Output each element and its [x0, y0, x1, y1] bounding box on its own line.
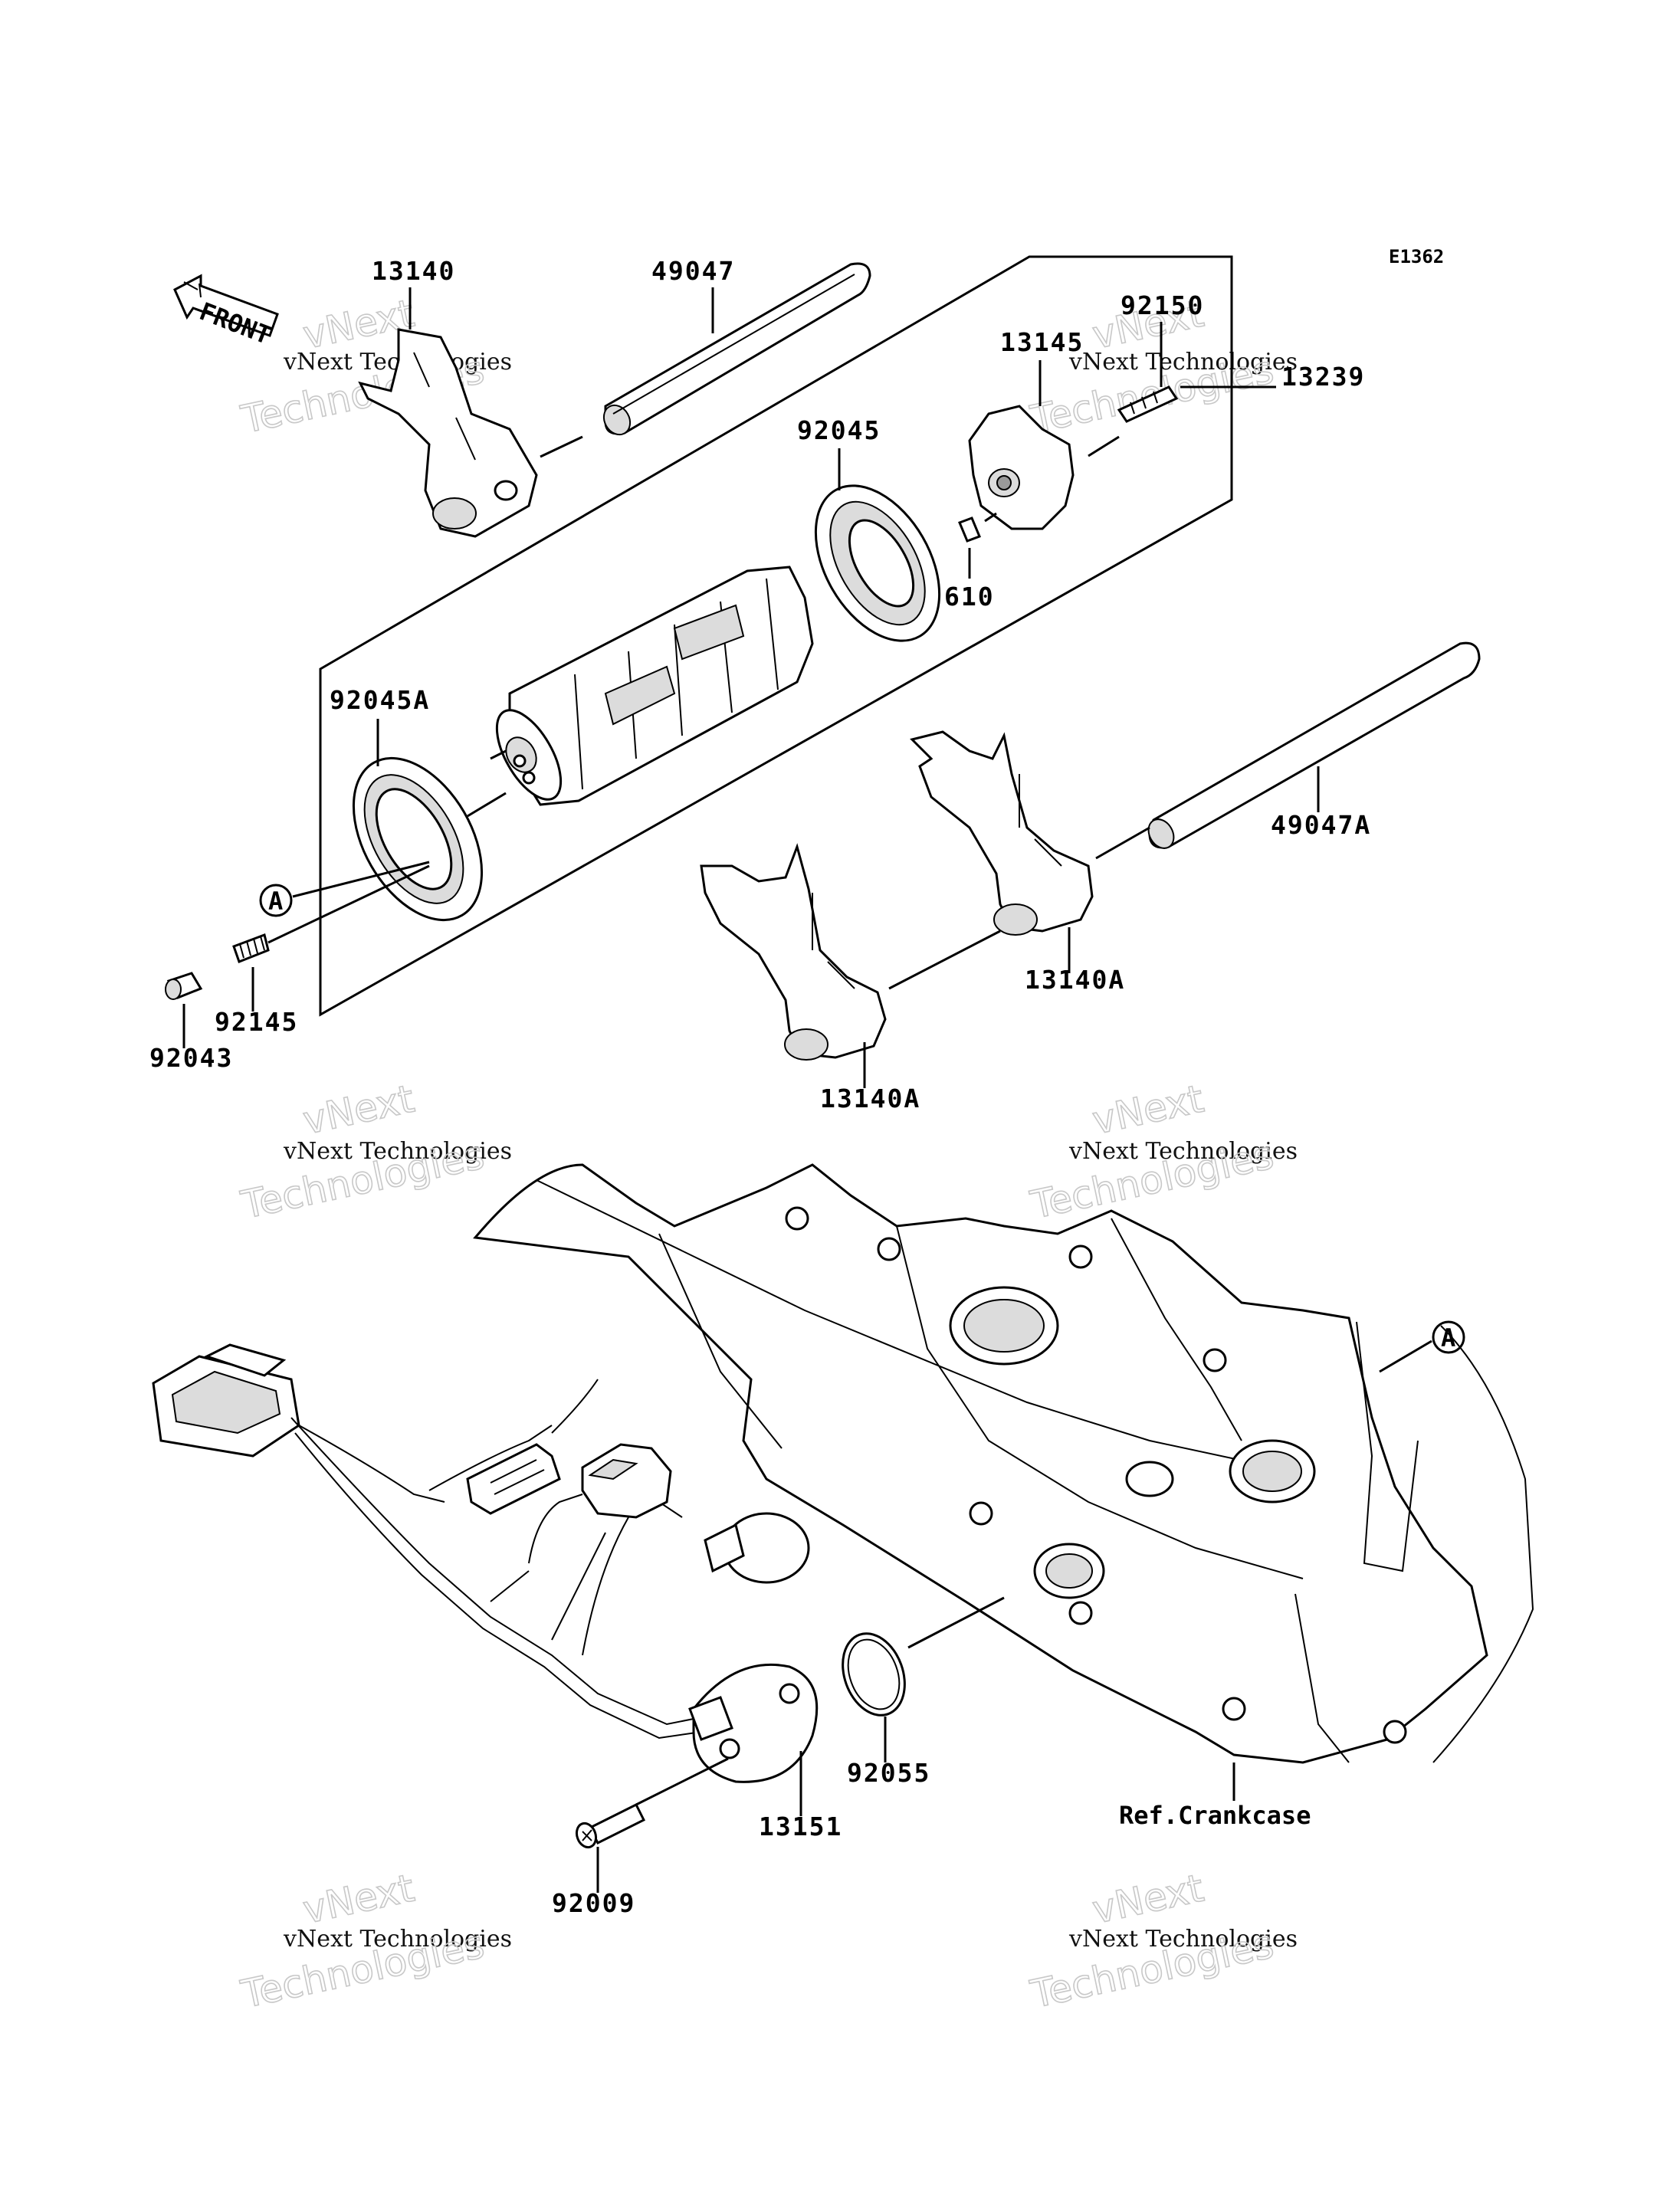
crankcase-reference: [473, 1163, 1534, 1764]
svg-text:vNext Technologies: vNext Technologies: [283, 1926, 512, 1953]
part-label-610: 610: [944, 582, 995, 612]
part-label-92150: 92150: [1121, 290, 1204, 320]
part-label-92009: 92009: [552, 1888, 635, 1918]
svg-text:vNext: vNext: [299, 1866, 418, 1933]
shift-rod-49047A: [1147, 641, 1481, 849]
part-label-13140: 13140: [372, 256, 455, 286]
reference-label-crankcase: Ref.Crankcase: [1119, 1801, 1311, 1830]
part-label-13140A-lower: 13140A: [820, 1084, 920, 1113]
bolt-92150: [1117, 385, 1179, 423]
part-label-49047A: 49047A: [1271, 810, 1371, 840]
svg-text:vNext: vNext: [1088, 1077, 1207, 1143]
detent-pin-92043: [165, 972, 203, 1000]
svg-text:vNext Technologies: vNext Technologies: [1068, 1138, 1298, 1165]
diagram-code: E1362: [1389, 246, 1444, 267]
svg-text:vNext Technologies: vNext Technologies: [283, 1138, 512, 1165]
harness-connector-main: [152, 1343, 300, 1458]
gear-position-sensor-13151: [688, 1663, 819, 1783]
part-label-13140A-upper: 13140A: [1025, 965, 1125, 995]
shift-fork-13140A-lower: [700, 843, 887, 1061]
part-label-92055: 92055: [847, 1758, 930, 1788]
svg-text:vNext: vNext: [1088, 1866, 1207, 1933]
part-label-13145: 13145: [1000, 327, 1084, 357]
pin-610: [958, 516, 981, 543]
harness-connector-small: [466, 1443, 561, 1515]
watermark-middle-right: vNext vNext Technologies Technologies: [1026, 1076, 1298, 1228]
front-arrow-label: FRONT: [195, 297, 275, 350]
watermark-bottom-left: vNext vNext Technologies Technologies: [237, 1865, 512, 2018]
front-arrow-icon: FRONT: [173, 274, 279, 350]
part-label-92043: 92043: [149, 1043, 233, 1073]
svg-text:A: A: [1441, 1323, 1455, 1353]
bearing-92045A: [352, 756, 484, 922]
part-label-92145: 92145: [215, 1007, 298, 1037]
part-label-49047: 49047: [651, 256, 735, 286]
bearing-92045: [814, 484, 941, 642]
part-label-13239: 13239: [1281, 362, 1365, 392]
part-label-92045A: 92045A: [330, 685, 430, 715]
part-label-13151: 13151: [759, 1812, 842, 1841]
watermark-bottom-right: vNext vNext Technologies Technologies: [1026, 1865, 1298, 2018]
knock-sensor: [704, 1512, 810, 1584]
shift-drum: [490, 566, 814, 806]
o-ring-92055: [842, 1632, 906, 1717]
reference-marker-a-lower: A: [1379, 1320, 1465, 1373]
harness-connector-plug: [581, 1443, 672, 1519]
part-label-92045: 92045: [797, 415, 881, 445]
svg-text:A: A: [268, 887, 283, 916]
shift-rod-49047: [602, 262, 871, 436]
screw-92009: [575, 1802, 646, 1849]
svg-text:vNext: vNext: [299, 1077, 418, 1143]
wire-harness: [290, 1379, 706, 1740]
reference-marker-a-upper: A: [259, 861, 430, 917]
shift-fork-13140: [358, 328, 538, 538]
watermark-middle-left: vNext vNext Technologies Technologies: [237, 1076, 512, 1228]
shift-drum-assembly-outline: [319, 255, 1233, 1017]
shift-drum-cam-13145: [968, 405, 1075, 530]
svg-text:vNext Technologies: vNext Technologies: [1068, 349, 1298, 375]
svg-text:vNext Technologies: vNext Technologies: [1068, 1926, 1298, 1953]
spring-92145: [232, 864, 430, 963]
shift-fork-13140A-upper: [910, 730, 1094, 936]
